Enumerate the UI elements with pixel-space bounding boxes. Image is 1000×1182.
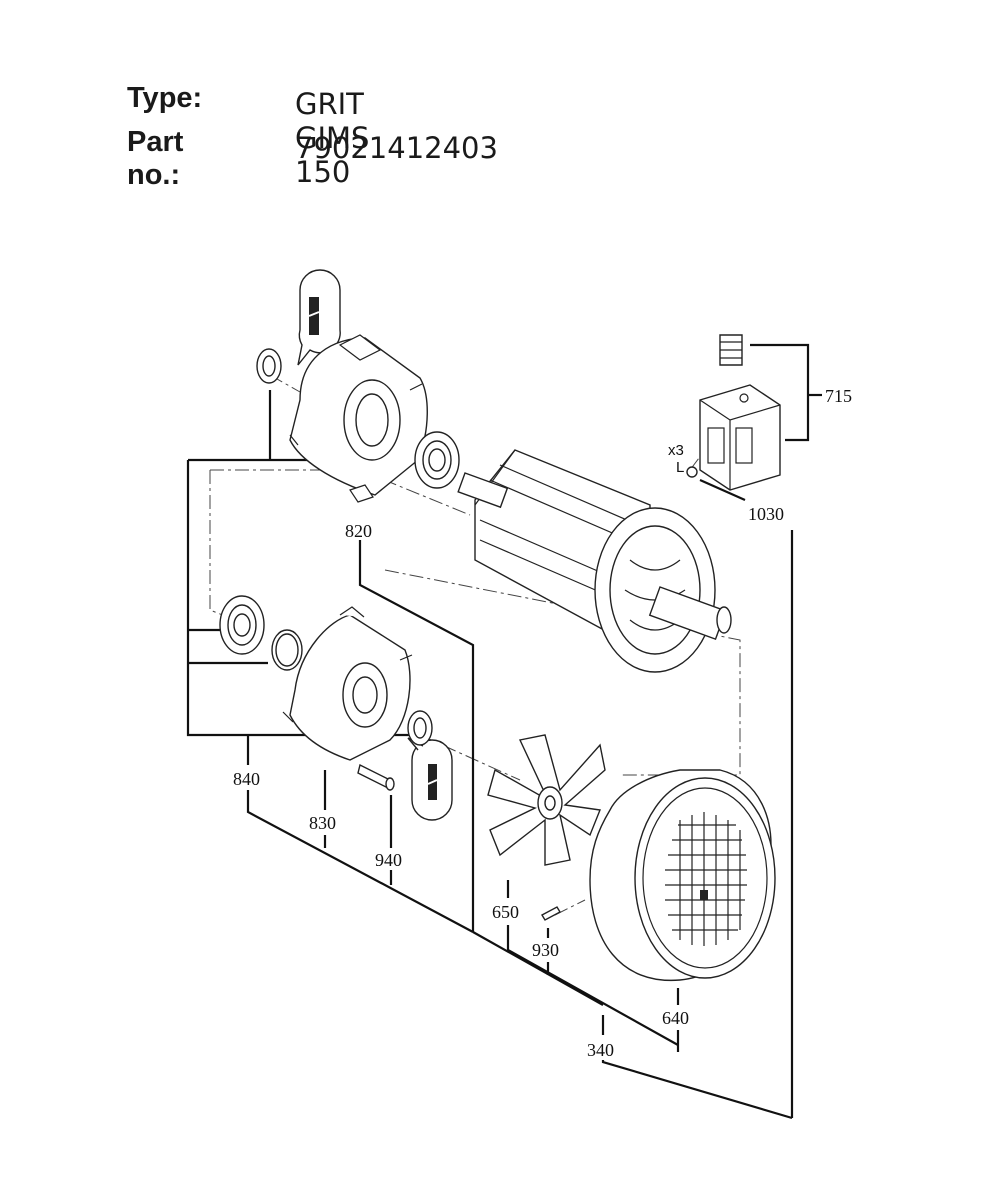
fan-cover-640 — [589, 769, 776, 982]
circlip — [271, 629, 303, 671]
part-value: 79021412403 — [295, 131, 498, 165]
bolt-940 — [357, 763, 395, 791]
type-label: Type: — [127, 82, 203, 114]
end-shield-bottom-830 — [282, 606, 413, 761]
oil-seal-bottom — [407, 710, 433, 746]
cooling-fan-650 — [487, 734, 606, 866]
bearing-left — [219, 595, 265, 655]
callout-340: 340 — [587, 1040, 614, 1060]
callout-1030: 1030 — [748, 504, 784, 524]
screw-930 — [541, 906, 561, 921]
callout-930: 930 — [532, 940, 559, 960]
callout-L: L — [676, 459, 684, 476]
part-label: Part no.: — [127, 126, 184, 191]
callout-640: 640 — [662, 1008, 689, 1028]
terminal-box-715 — [686, 334, 781, 491]
oil-seal-top — [256, 348, 282, 384]
callout-840: 840 — [233, 769, 260, 789]
callout-x3: x3 — [668, 442, 684, 459]
callout-650: 650 — [492, 902, 519, 922]
type-value: GRIT GIMS 150 — [295, 87, 370, 189]
leader-lines — [186, 343, 822, 1120]
seal-detail-bubble-top — [297, 269, 341, 366]
callout-labels: 715 1030 x3 L 820 840 830 940 650 930 64… — [233, 386, 852, 1060]
bearing-top — [414, 431, 460, 489]
callout-715: 715 — [825, 386, 852, 406]
end-shield-top-820 — [289, 334, 428, 503]
motor-housing-stator — [457, 449, 732, 673]
callout-820: 820 — [345, 521, 372, 541]
seal-detail-bubble-bottom — [407, 737, 453, 821]
callout-940: 940 — [375, 850, 402, 870]
callout-830: 830 — [309, 813, 336, 833]
